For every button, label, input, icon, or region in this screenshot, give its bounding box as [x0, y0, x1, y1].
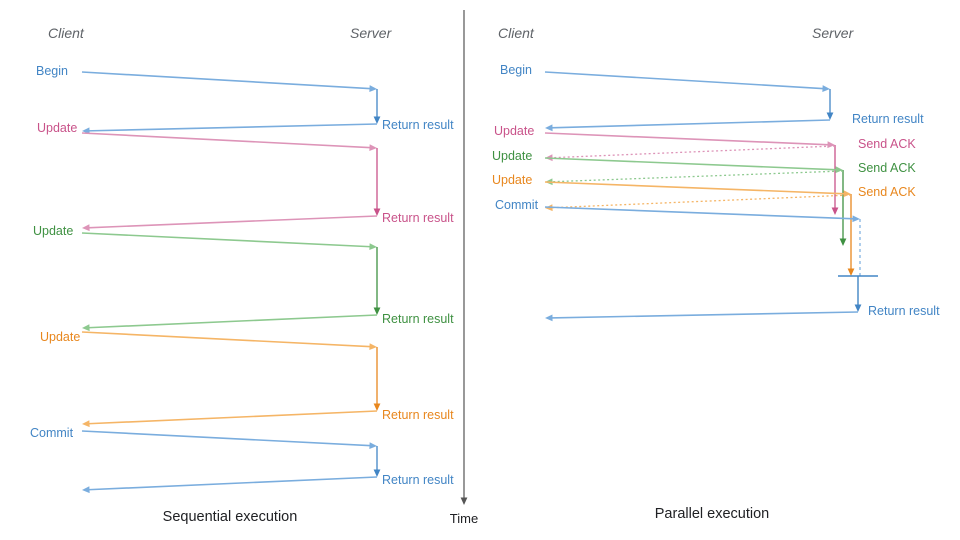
- response-arrow-head: [545, 314, 553, 322]
- send-ack-label: Send ACK: [858, 161, 916, 175]
- ack-arrow-line: [550, 170, 844, 183]
- server-activation-arrow-icon: [373, 469, 381, 477]
- message-label: Commit: [495, 198, 539, 212]
- message-label: Commit: [30, 426, 74, 440]
- return-result-label: Return result: [852, 112, 924, 126]
- request-arrow-line: [544, 181, 846, 195]
- request-arrow-line: [81, 232, 372, 248]
- request-arrow-head: [827, 141, 835, 149]
- ack-arrow-line: [550, 145, 836, 159]
- return-result-label: Return result: [382, 118, 454, 132]
- response-arrow-line: [87, 314, 378, 329]
- ack-arrow-line: [550, 194, 852, 209]
- return-result-label: Return result: [382, 312, 454, 326]
- response-arrow-line: [87, 123, 378, 132]
- time-axis-arrow-icon: [460, 497, 468, 505]
- server-lane-header: Server: [350, 25, 393, 41]
- client-lane-header: Client: [48, 25, 85, 41]
- server-activation-arrow-icon: [373, 208, 381, 216]
- request-arrow-head: [369, 343, 377, 351]
- return-result-label: Return result: [382, 473, 454, 487]
- request-arrow-head: [843, 190, 851, 198]
- server-activation-arrow-icon: [831, 207, 839, 215]
- message-label: Begin: [36, 64, 68, 78]
- send-ack-label: Send ACK: [858, 185, 916, 199]
- return-result-label: Return result: [868, 304, 940, 318]
- response-arrow-head: [82, 224, 90, 232]
- message-label: Update: [40, 330, 80, 344]
- request-arrow-head: [369, 85, 377, 92]
- response-arrow-head: [82, 420, 90, 428]
- request-arrow-line: [544, 71, 825, 90]
- server-activation-arrow-icon: [854, 304, 862, 312]
- request-arrow-line: [81, 430, 372, 447]
- response-arrow-line: [87, 476, 378, 491]
- request-arrow-head: [852, 215, 860, 223]
- message-label: Update: [33, 224, 73, 238]
- request-arrow-line: [81, 71, 372, 90]
- request-arrow-head: [369, 442, 377, 450]
- request-arrow-line: [81, 132, 372, 149]
- server-activation-arrow-icon: [826, 112, 834, 120]
- time-axis-label: Time: [450, 511, 478, 526]
- request-arrow-line: [81, 331, 372, 348]
- response-arrow-line: [550, 311, 859, 319]
- server-activation-arrow-icon: [839, 238, 847, 246]
- request-arrow-line: [544, 206, 855, 220]
- panel-caption: Sequential execution: [163, 509, 298, 525]
- server-lane-header: Server: [812, 25, 855, 41]
- message-label: Update: [492, 149, 532, 163]
- response-arrow-line: [87, 410, 378, 425]
- response-arrow-line: [550, 119, 831, 129]
- server-activation-arrow-icon: [373, 116, 381, 124]
- return-result-label: Return result: [382, 211, 454, 225]
- message-label: Begin: [500, 63, 532, 77]
- server-activation-arrow-icon: [373, 307, 381, 315]
- request-arrow-head: [835, 166, 843, 174]
- request-arrow-head: [822, 85, 830, 92]
- request-arrow-line: [544, 157, 838, 171]
- response-arrow-head: [545, 124, 553, 132]
- request-arrow-head: [369, 243, 377, 251]
- message-label: Update: [37, 121, 77, 135]
- request-arrow-head: [369, 144, 377, 152]
- server-activation-arrow-icon: [847, 268, 855, 276]
- client-lane-header: Client: [498, 25, 535, 41]
- request-arrow-line: [544, 132, 830, 146]
- message-label: Update: [492, 173, 532, 187]
- panel-caption: Parallel execution: [655, 506, 769, 522]
- message-label: Update: [494, 124, 534, 138]
- response-arrow-head: [82, 324, 90, 332]
- return-result-label: Return result: [382, 408, 454, 422]
- response-arrow-head: [82, 486, 90, 494]
- server-activation-arrow-icon: [373, 403, 381, 411]
- send-ack-label: Send ACK: [858, 137, 916, 151]
- response-arrow-line: [87, 215, 378, 229]
